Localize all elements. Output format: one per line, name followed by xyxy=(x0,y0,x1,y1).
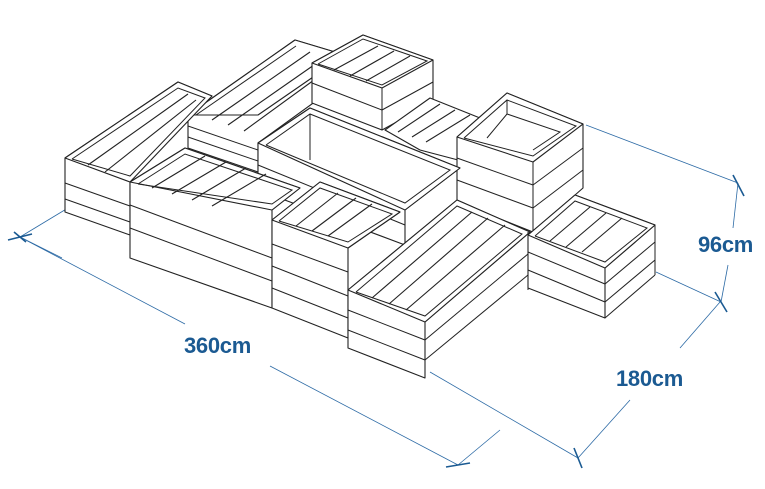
dimension-lines xyxy=(7,124,745,469)
length-dimension-label: 360cm xyxy=(184,333,252,358)
height-dimension-label: 96cm xyxy=(698,232,754,257)
right-small-planter xyxy=(527,194,656,319)
front-center-planter xyxy=(271,181,401,339)
right-open-square-planter xyxy=(456,92,584,233)
front-long-planter xyxy=(129,147,301,309)
back-long-planter xyxy=(187,39,346,173)
top-square-planter xyxy=(311,34,434,131)
width-dimension-label: 180cm xyxy=(616,366,684,391)
front-right-planter xyxy=(347,199,531,379)
